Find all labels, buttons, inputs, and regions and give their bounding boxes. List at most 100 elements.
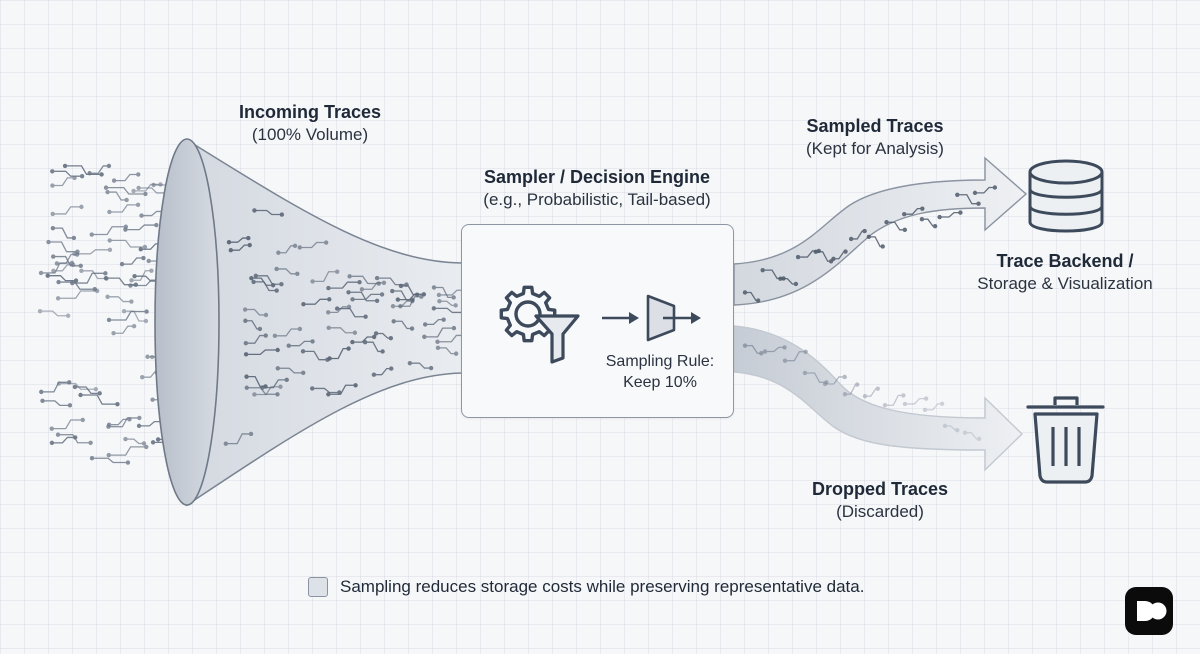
trace-mark (123, 436, 147, 446)
arrow-right-icon (602, 312, 639, 324)
trace-mark (422, 325, 457, 340)
sampled-trace-marks (742, 185, 998, 303)
trace-mark (223, 431, 254, 446)
trace-mark (435, 345, 459, 356)
trace-mark (54, 252, 80, 266)
trace-mark (301, 297, 332, 307)
trace-mark (253, 273, 284, 287)
database-icon (1028, 159, 1104, 233)
trace-mark (866, 234, 885, 249)
trace-mark (390, 298, 415, 309)
trace-mark (272, 326, 303, 339)
trace-mark (37, 308, 71, 318)
trace-mark (87, 163, 112, 176)
sampled-traces-subtitle: (Kept for Analysis) (806, 138, 944, 158)
trace-mark (782, 349, 808, 363)
trace-mark (106, 309, 149, 323)
sampler-title: Sampler / Decision Engine (483, 167, 711, 187)
dropped-traces-label: Dropped Traces (Discarded) (775, 478, 985, 522)
dropped-traces-band (733, 325, 1024, 472)
trace-mark (243, 333, 268, 346)
trace-mark (252, 208, 285, 217)
trace-mark (111, 323, 137, 336)
sampling-rule-value: Keep 10% (623, 373, 697, 391)
legend-text: Sampling reduces storage costs while pre… (340, 577, 865, 596)
trace-backend-subtitle: Storage & Visualization (977, 273, 1153, 293)
trace-mark (275, 366, 306, 376)
trace-mark (111, 172, 141, 183)
trace-mark (371, 366, 394, 377)
trace-mark (919, 216, 938, 229)
trace-mark (51, 262, 76, 273)
trace-mark (228, 242, 252, 253)
trace-mark (848, 228, 867, 242)
trace-mark (51, 254, 83, 269)
trace-mark (422, 317, 446, 327)
trace-mark (297, 240, 329, 250)
trace-mark (39, 380, 72, 395)
trace-mark (251, 279, 279, 293)
trace-mark (955, 192, 981, 206)
trace-mark (359, 280, 387, 292)
trace-mark (50, 169, 85, 179)
trace-mark (407, 360, 434, 371)
trace-mark (107, 238, 148, 250)
trace-mark (226, 235, 251, 245)
trace-backend-label: Trace Backend / Storage & Visualization (955, 250, 1175, 294)
brand-logo-icon (1125, 587, 1173, 635)
trace-mark (243, 347, 280, 357)
trace-mark (55, 432, 93, 445)
trace-mark (50, 225, 77, 241)
trace-mark (40, 398, 73, 408)
trace-mark (50, 204, 84, 217)
sampled-traces-title: Sampled Traces (806, 116, 944, 136)
trace-mark (962, 430, 982, 442)
trace-mark (326, 304, 352, 315)
dropped-traces-subtitle: (Discarded) (836, 501, 924, 521)
trace-mark (103, 185, 148, 197)
sampler-icons (499, 285, 701, 364)
trace-mark (762, 345, 787, 354)
trace-mark (327, 346, 351, 361)
legend-swatch (308, 577, 328, 597)
legend: Sampling reduces storage costs while pre… (308, 577, 864, 597)
gate-icon (646, 294, 701, 342)
trace-mark (72, 384, 102, 396)
incoming-traces-label: Incoming Traces (100% Volume) (205, 101, 415, 145)
trace-mark (286, 339, 315, 348)
dropped-traces-title: Dropped Traces (811, 479, 949, 499)
sampled-traces-label: Sampled Traces (Kept for Analysis) (770, 115, 980, 159)
trace-mark (374, 275, 409, 287)
incoming-traces-subtitle: (100% Volume) (251, 124, 369, 144)
trace-mark (89, 224, 129, 237)
trace-mark (391, 319, 415, 331)
trash-icon (1026, 396, 1105, 484)
trace-mark (62, 163, 104, 177)
trace-mark (55, 288, 100, 301)
sampling-rule: Sampling Rule: Keep 10% (600, 352, 720, 394)
trace-mark (105, 294, 134, 304)
trace-mark (50, 175, 77, 188)
trace-mark (822, 374, 847, 387)
gear-icon (499, 285, 557, 343)
sampling-rule-label: Sampling Rule: (605, 353, 715, 370)
dropped-trace-marks (742, 343, 982, 442)
funnel-traces (223, 208, 471, 446)
trace-mark (252, 384, 283, 397)
trace-mark (922, 401, 945, 413)
trace-mark (350, 292, 385, 302)
trace-mark (89, 456, 131, 465)
sampler-box (461, 224, 734, 418)
trace-mark (942, 423, 960, 433)
trace-mark (119, 255, 146, 267)
incoming-traces-title: Incoming Traces (238, 102, 382, 122)
trace-mark (79, 268, 109, 281)
trace-backend-title: Trace Backend / (996, 251, 1134, 271)
trace-mark (106, 415, 142, 429)
filter-funnel-icon (534, 314, 580, 364)
trace-mark (937, 210, 963, 220)
sampler-subtitle: (e.g., Probabilistic, Tail-based) (483, 189, 711, 209)
trace-mark (106, 417, 132, 427)
trace-mark (884, 220, 908, 233)
